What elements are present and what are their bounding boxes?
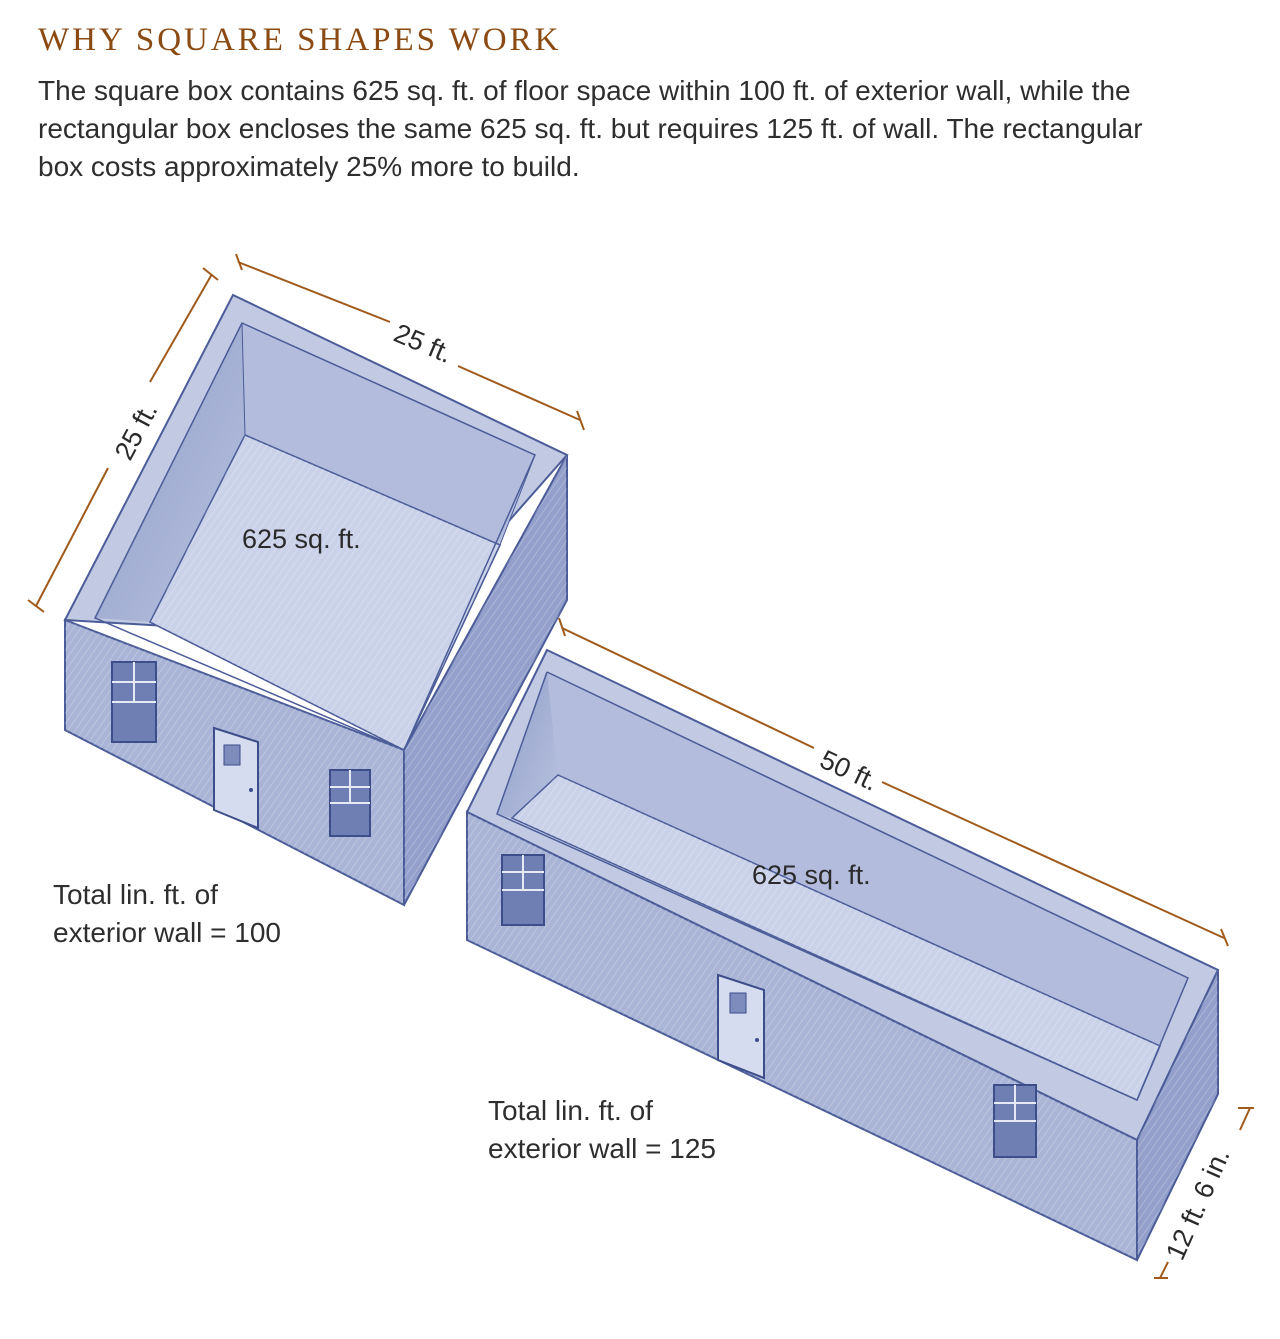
rect-box-window-left	[501, 854, 545, 926]
rect-box: 625 sq. ft.	[465, 648, 1220, 1262]
square-box-width-dimension	[235, 253, 585, 431]
square-box-window-left	[111, 661, 157, 743]
square-box-total-wall: Total lin. ft. of exterior wall = 100	[53, 876, 281, 952]
rect-box-inner-wall-back	[547, 672, 1188, 1046]
square-box-inner-wall-left	[95, 323, 245, 622]
rect-box-window-right	[993, 1084, 1037, 1158]
square-box-depth-dimension	[27, 267, 219, 613]
intro-line: rectangular box encloses the same 625 sq…	[38, 113, 1143, 144]
square-box-width-label: 25 ft.	[390, 318, 457, 369]
intro-line: box costs approximately 25% more to buil…	[38, 151, 580, 182]
intro-paragraph: The square box contains 625 sq. ft. of f…	[38, 72, 1238, 186]
total-line: Total lin. ft. of	[53, 879, 218, 910]
total-line: Total lin. ft. of	[488, 1095, 653, 1126]
square-box-door	[213, 726, 259, 830]
page-title: WHY SQUARE SHAPES WORK	[38, 22, 562, 58]
rect-box-length-dimension	[558, 617, 1229, 947]
rect-box-area-label: 625 sq. ft.	[752, 860, 871, 890]
square-box-area-label: 625 sq. ft.	[242, 524, 361, 554]
intro-line: The square box contains 625 sq. ft. of f…	[38, 75, 1131, 106]
total-line: exterior wall = 125	[488, 1133, 717, 1164]
square-box: 625 sq. ft.	[63, 293, 569, 907]
rect-box-width-dimension	[1154, 1107, 1254, 1279]
square-box-window-right	[329, 769, 371, 837]
rect-box-door	[717, 973, 765, 1080]
rect-box-inner-wall-left	[497, 672, 558, 818]
rect-box-total-wall: Total lin. ft. of exterior wall = 125	[488, 1092, 716, 1168]
total-line: exterior wall = 100	[53, 917, 282, 948]
